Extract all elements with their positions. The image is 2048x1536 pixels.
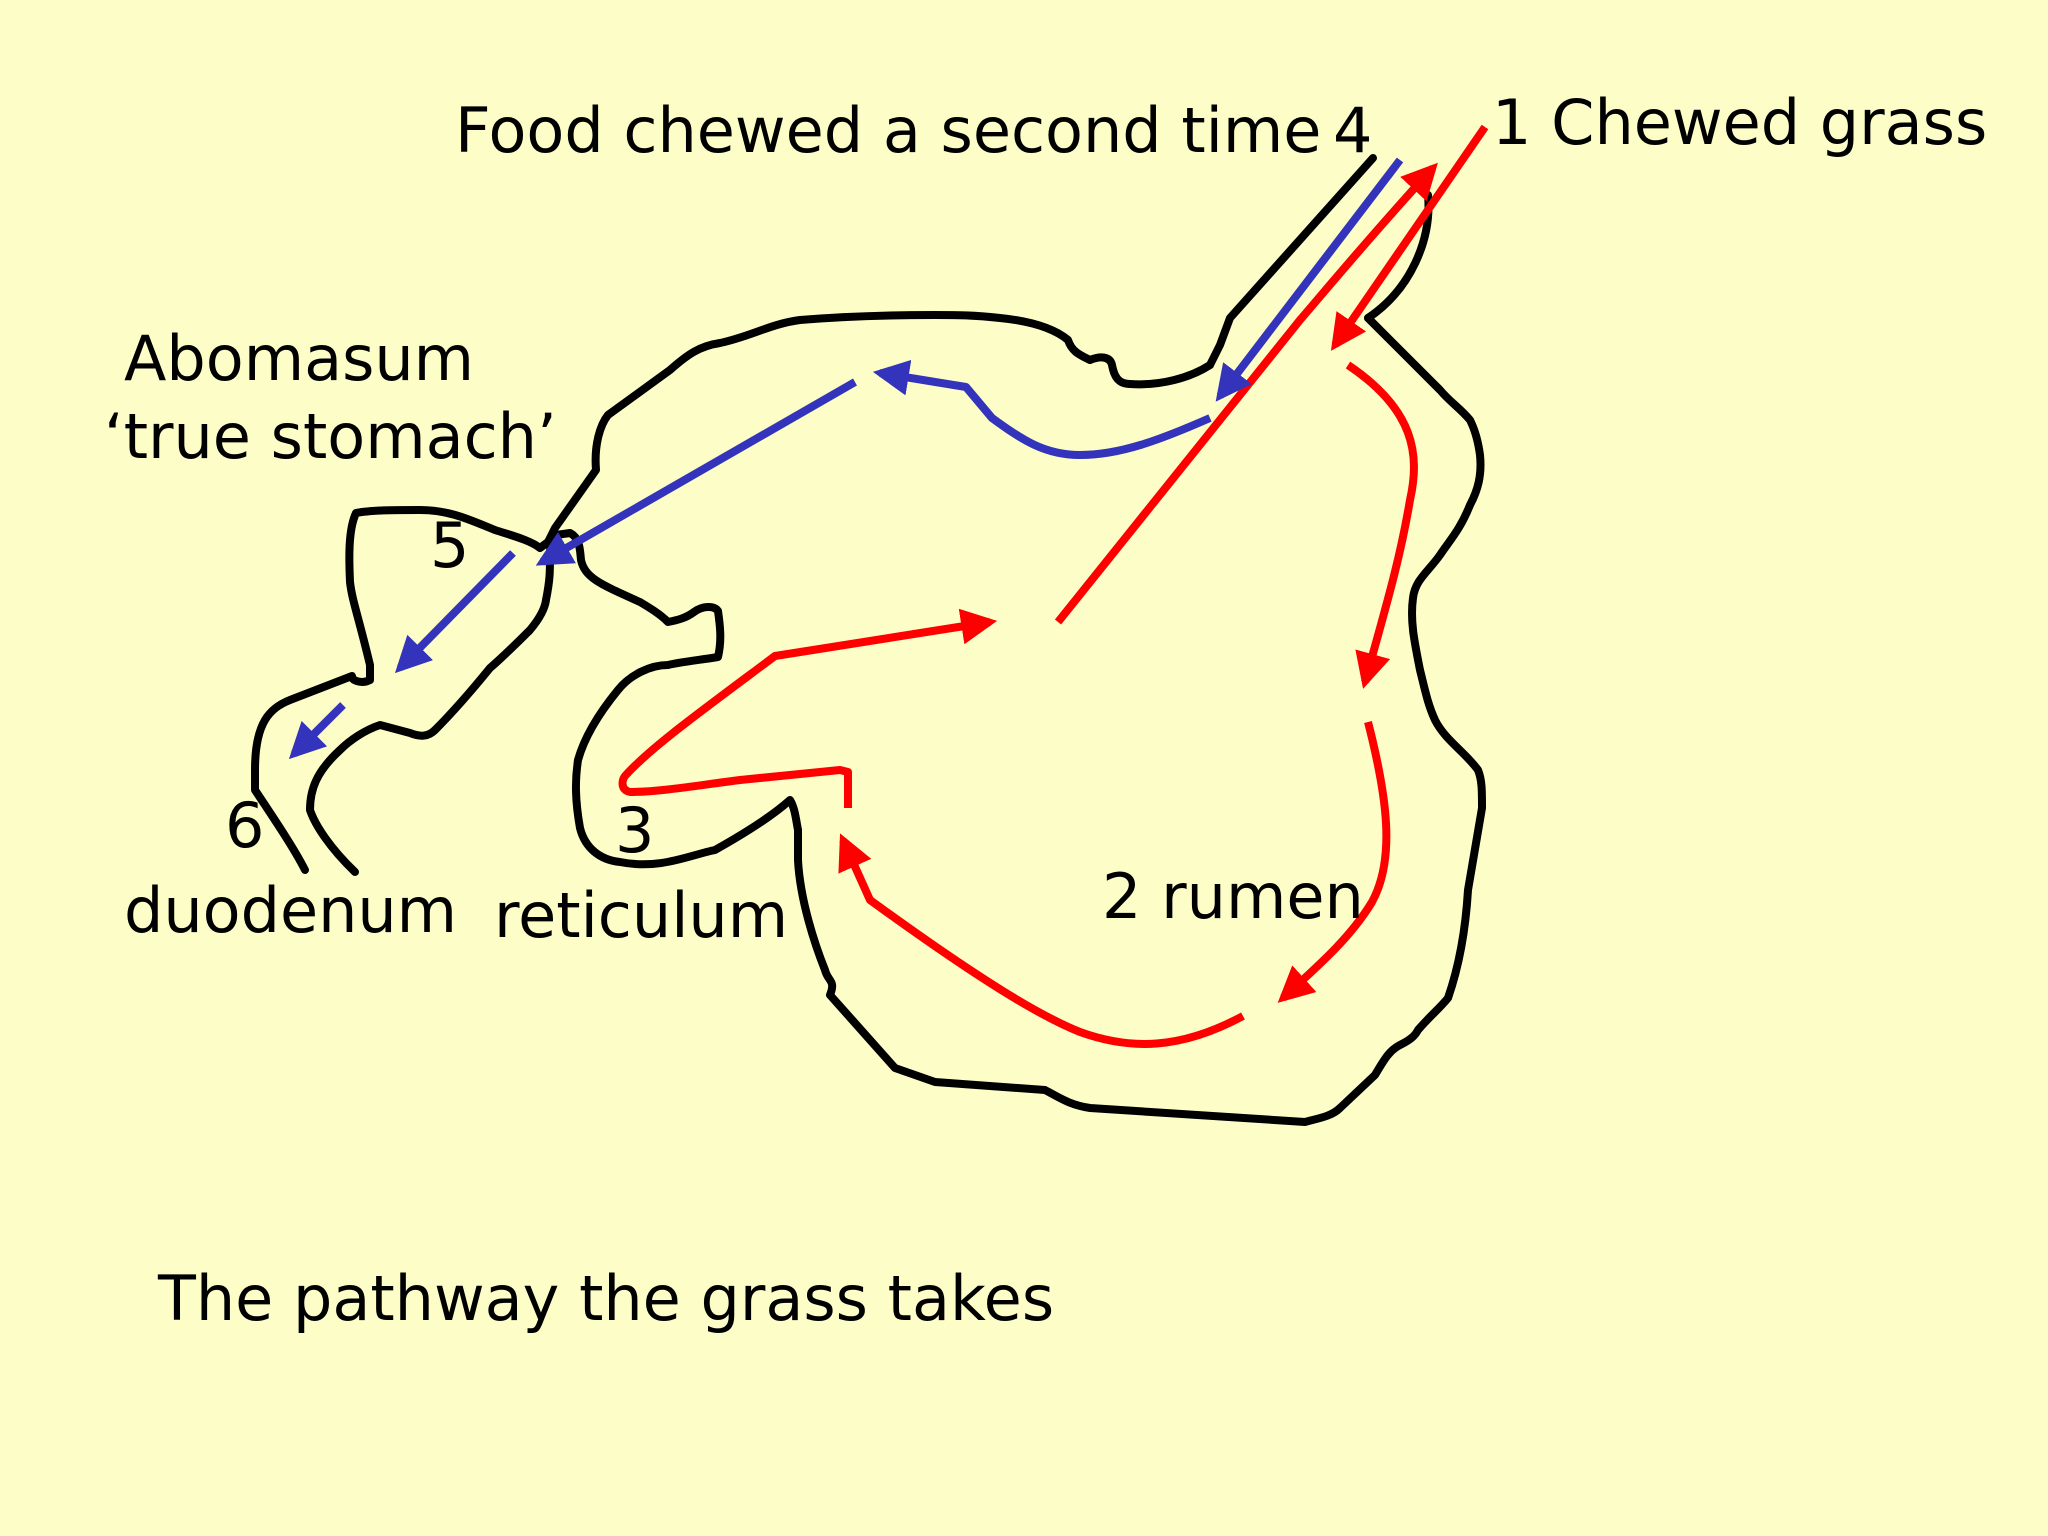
label-chewed-grass: 1 Chewed grass [1492,86,1988,159]
arrow-rechewed-food-down [1215,157,1404,402]
arrow-reticulum-up-to-mouth [1054,162,1438,625]
label-rumen: 2 rumen [1102,860,1364,933]
label-abomasum: Abomasum [124,322,475,395]
arrow-into-rumen-right [1345,361,1418,689]
label-true-stomach: ‘true stomach’ [104,400,557,473]
arrow-into-duodenum [288,702,346,760]
label-step-5: 5 [430,509,470,582]
rumen-outer-wall [794,314,1486,1126]
caption: The pathway the grass takes [158,1262,1055,1335]
arrow-rumen-lower [1277,721,1391,1003]
label-food-chewed-second-time: Food chewed a second time [455,94,1322,167]
esophagus-wall-left [1206,154,1377,369]
label-step-6: 6 [225,789,265,862]
stomach-outer-outline [251,311,1214,874]
arrow-rumen-to-reticulum [618,608,998,808]
label-step-4: 4 [1333,94,1373,167]
label-step-3: 3 [615,794,655,867]
duodenum-inner-wall [306,529,802,876]
label-duodenum: duodenum [124,874,458,947]
arrow-chewed-grass-into-esophagus [1330,124,1489,351]
arrow-abomasum-out [394,550,516,674]
arrow-to-omasum [872,359,1212,459]
label-reticulum: reticulum [494,879,789,952]
arrow-to-abomasum [535,378,857,566]
arrow-rumen-bottom [838,833,1245,1048]
